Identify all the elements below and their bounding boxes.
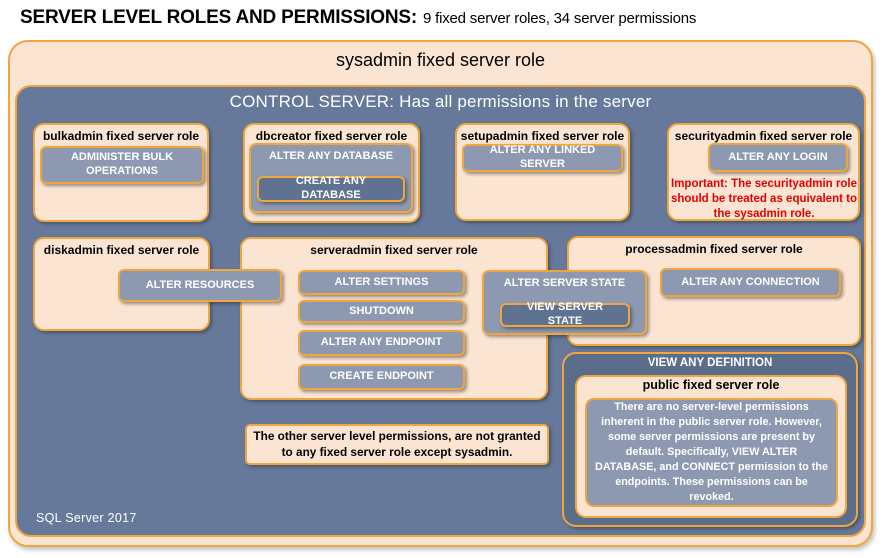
permission-create-any-database: CREATE ANY DATABASE bbox=[257, 175, 405, 202]
permission-alter-server-state: ALTER SERVER STATE bbox=[503, 277, 626, 289]
other-permissions-footnote: The other server level permissions, are … bbox=[245, 424, 549, 465]
permission-alter-any-endpoint: ALTER ANY ENDPOINT bbox=[298, 330, 465, 356]
page-title-main: SERVER LEVEL ROLES AND PERMISSIONS: bbox=[20, 7, 418, 28]
diskadmin-role-title: diskadmin fixed server role bbox=[43, 243, 200, 257]
serveradmin-role-title: serveradmin fixed server role bbox=[310, 243, 478, 257]
page-title-sub: 9 fixed server roles, 34 server permissi… bbox=[423, 10, 697, 27]
permission-view-server-state: VIEW SERVER STATE bbox=[500, 301, 630, 327]
public-role-note: There are no server-level permissions in… bbox=[585, 398, 838, 507]
processadmin-role-title: processadmin fixed server role bbox=[625, 242, 803, 256]
permission-alter-any-database: ALTER ANY DATABASE bbox=[268, 150, 394, 162]
control-server-title: CONTROL SERVER: Has all permissions in t… bbox=[229, 92, 652, 111]
permission-view-any-definition: VIEW ANY DEFINITION bbox=[647, 357, 773, 369]
securityadmin-warning-note: Important: The securityadmin role should… bbox=[671, 178, 857, 220]
public-role-title: public fixed server role bbox=[642, 378, 780, 392]
permission-alter-resources: ALTER RESOURCES bbox=[118, 269, 282, 302]
setupadmin-role-box: setupadmin fixed server role bbox=[455, 123, 630, 221]
dbcreator-role-title: dbcreator fixed server role bbox=[255, 129, 408, 143]
securityadmin-role-box: securityadmin fixed server role bbox=[667, 123, 860, 221]
permission-alter-any-login: ALTER ANY LOGIN bbox=[708, 143, 848, 172]
bulkadmin-role-title: bulkadmin fixed server role bbox=[42, 129, 200, 143]
sysadmin-role-title: sysadmin fixed server role bbox=[335, 50, 546, 70]
page-title: SERVER LEVEL ROLES AND PERMISSIONS: 9 fix… bbox=[20, 7, 696, 29]
permission-shutdown: SHUTDOWN bbox=[298, 300, 465, 323]
permission-create-endpoint: CREATE ENDPOINT bbox=[298, 364, 465, 390]
permission-alter-any-connection: ALTER ANY CONNECTION bbox=[660, 268, 841, 297]
permission-alter-any-linked-server: ALTER ANY LINKED SERVER bbox=[462, 144, 623, 172]
permission-alter-settings: ALTER SETTINGS bbox=[298, 270, 465, 295]
securityadmin-role-title: securityadmin fixed server role bbox=[674, 129, 853, 143]
permission-administer-bulk-operations: ADMINISTER BULK OPERATIONS bbox=[40, 146, 204, 184]
sql-server-version-label: SQL Server 2017 bbox=[36, 511, 137, 525]
setupadmin-role-title: setupadmin fixed server role bbox=[460, 129, 625, 143]
